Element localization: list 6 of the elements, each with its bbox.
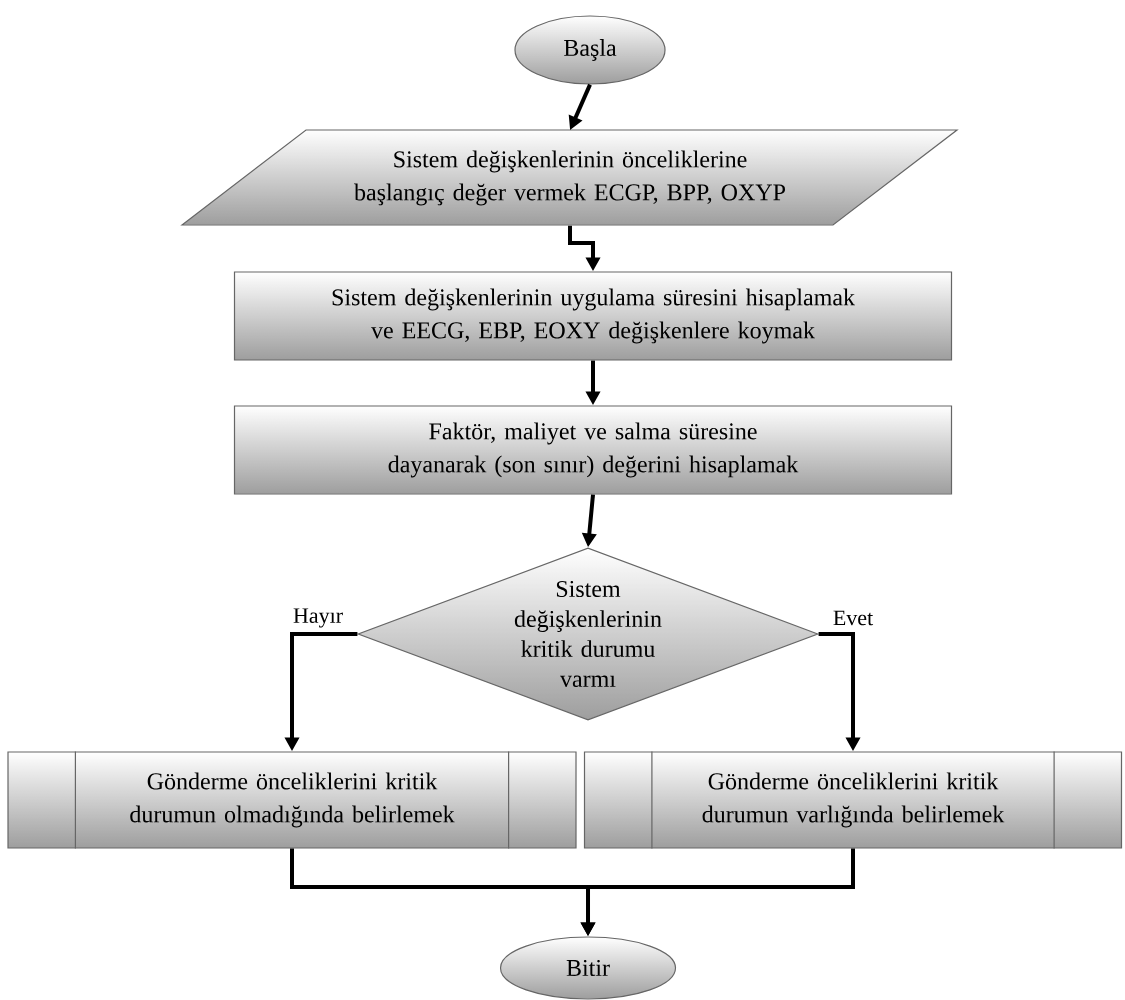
edge-label: Evet [833,610,874,626]
predefined-process-box: Gönderme önceliklerini kritik durumun varlığında belirlemek [583,750,1123,850]
process-box: Sistem değişkenlerinin uygulama süresini hisaplamak ve EECG, EBP, EOXY değişkenlere koymak [233,271,953,361]
process-box: Faktör, maliyet ve salma süresine dayanarak (son sınır) değerini hisaplamak [233,405,953,495]
predefined-process-box: Gönderme önceliklerini kritik durumun olmadığında belirlemek [7,750,577,850]
edge-label: Hayır [293,608,343,628]
